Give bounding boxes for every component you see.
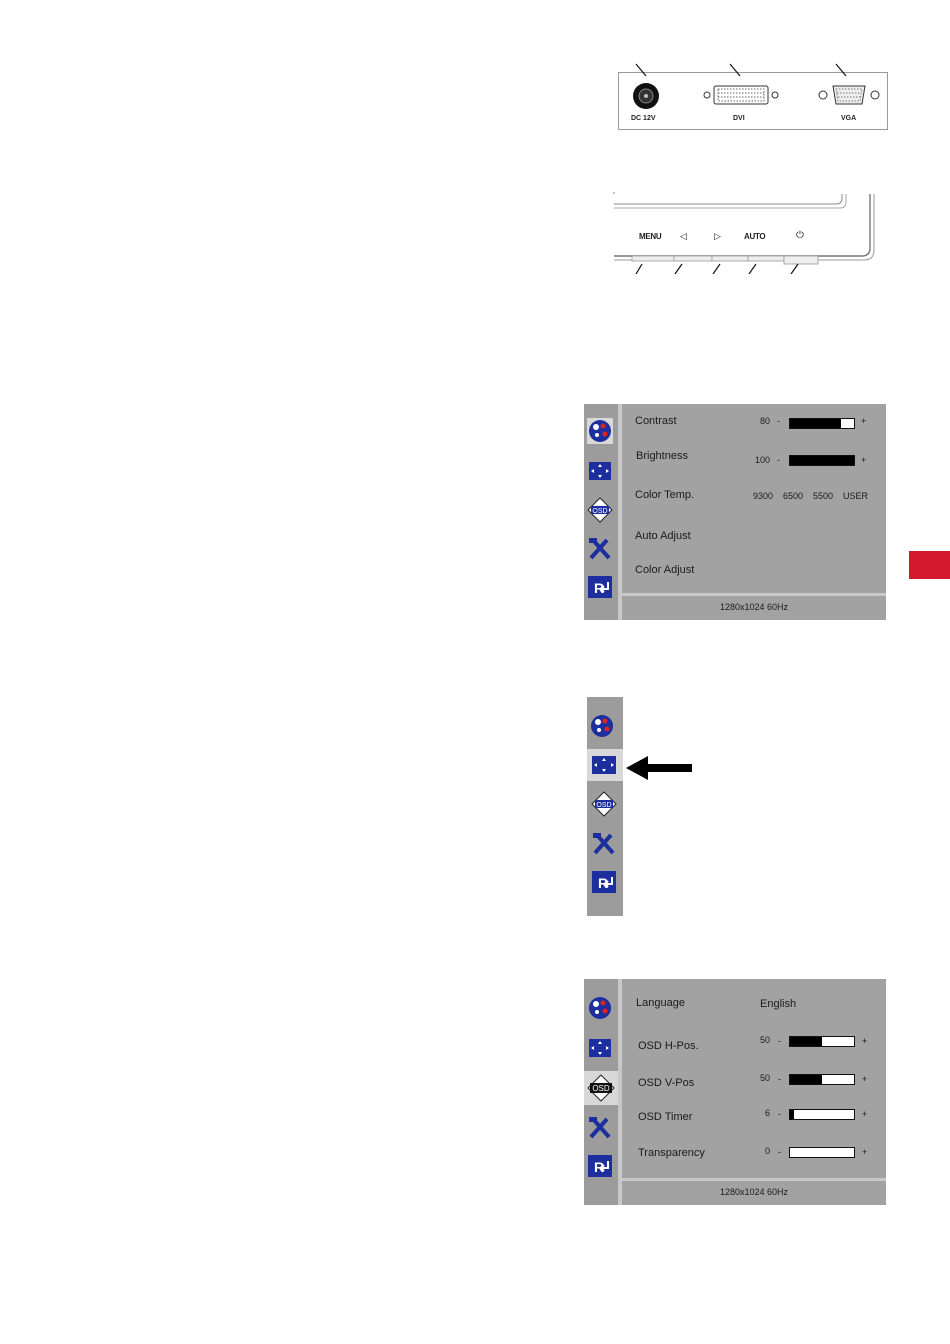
color-palette-icon[interactable]	[587, 995, 613, 1021]
svg-text:OSD: OSD	[592, 1084, 610, 1093]
color-temp-option-5500[interactable]: 5500	[813, 491, 833, 501]
position-icon[interactable]	[587, 1035, 613, 1061]
transparency-slider[interactable]	[789, 1147, 855, 1158]
transparency-plus: +	[862, 1147, 867, 1157]
osd-icon[interactable]: OSD	[584, 1071, 618, 1105]
dvi-label: DVI	[733, 115, 745, 122]
resolution-readout: 1280x1024 60Hz	[622, 1187, 886, 1197]
brightness-slider[interactable]	[789, 455, 855, 466]
dc-power-jack-icon	[631, 81, 661, 111]
left-arrow-button-icon[interactable]: ◁	[680, 231, 687, 242]
contrast-minus: -	[777, 416, 780, 426]
pointer-arrow-icon	[624, 754, 694, 782]
osd-hpos-slider[interactable]	[789, 1036, 855, 1047]
osd-hpos-plus: +	[862, 1036, 867, 1046]
osd-icon[interactable]: OSD	[591, 791, 617, 817]
brightness-slider-fill	[790, 456, 854, 465]
contrast-slider[interactable]	[789, 418, 855, 429]
osd-timer-slider-fill	[790, 1110, 794, 1119]
auto-button-label[interactable]: AUTO	[744, 232, 765, 241]
vga-label: VGA	[841, 115, 856, 122]
connector-callout-lines	[630, 60, 860, 80]
color-palette-icon[interactable]	[587, 418, 613, 444]
transparency-value: 0	[746, 1146, 770, 1156]
osd-picture-menu: OSD R Contrast 80 - + Brightness 100 - +…	[584, 404, 886, 620]
reset-icon[interactable]: R	[591, 869, 617, 895]
color-palette-icon[interactable]	[589, 713, 615, 739]
reset-icon[interactable]: R	[587, 1153, 613, 1179]
tools-icon[interactable]	[591, 831, 617, 857]
osd-timer-label: OSD Timer	[638, 1111, 692, 1123]
osd-settings-menu: OSD R Language English OSD H-Pos. 50 - +…	[584, 979, 886, 1205]
menu-button-label[interactable]: MENU	[639, 232, 661, 241]
osd-vpos-value: 50	[746, 1073, 770, 1083]
osd-vpos-label: OSD V-Pos	[638, 1077, 694, 1089]
tools-icon[interactable]	[587, 536, 613, 562]
brightness-value: 100	[746, 455, 770, 465]
osd-timer-plus: +	[862, 1109, 867, 1119]
color-temp-option-user[interactable]: USER	[843, 491, 868, 501]
osd-menu-selector: OSD R	[587, 697, 623, 916]
language-value[interactable]: English	[760, 998, 796, 1010]
osd-timer-slider[interactable]	[789, 1109, 855, 1120]
svg-text:OSD: OSD	[592, 508, 607, 515]
position-icon[interactable]	[587, 749, 623, 781]
color-temp-option-9300[interactable]: 9300	[753, 491, 773, 501]
dvi-port-icon	[703, 83, 779, 107]
power-button-icon[interactable]: ⏻	[796, 230, 804, 241]
osd-hpos-slider-fill	[790, 1037, 822, 1046]
osd-hpos-value: 50	[746, 1035, 770, 1045]
position-icon[interactable]	[587, 458, 613, 484]
contrast-label: Contrast	[635, 415, 677, 427]
svg-text:OSD: OSD	[596, 802, 611, 809]
tools-icon[interactable]	[587, 1115, 613, 1141]
right-arrow-button-icon[interactable]: ▷	[714, 231, 721, 242]
contrast-plus: +	[861, 416, 866, 426]
brightness-label: Brightness	[636, 450, 688, 462]
osd-vpos-plus: +	[862, 1074, 867, 1084]
contrast-value: 80	[746, 416, 770, 426]
auto-adjust-item[interactable]: Auto Adjust	[635, 530, 691, 542]
section-tab-marker	[909, 551, 950, 579]
osd-sidebar: OSD R	[584, 404, 622, 620]
color-temp-label: Color Temp.	[635, 489, 694, 501]
osd-footer: 1280x1024 60Hz	[622, 593, 886, 620]
vga-port-icon	[817, 81, 881, 109]
dc-label: DC 12V	[631, 115, 656, 122]
color-adjust-item[interactable]: Color Adjust	[635, 564, 694, 576]
osd-hpos-minus: -	[778, 1036, 781, 1046]
reset-icon[interactable]: R	[587, 574, 613, 600]
connector-panel: DC 12V DVI VGA	[618, 72, 888, 130]
color-temp-option-6500[interactable]: 6500	[783, 491, 803, 501]
transparency-minus: -	[778, 1147, 781, 1157]
osd-footer: 1280x1024 60Hz	[622, 1178, 886, 1205]
contrast-slider-fill	[790, 419, 841, 428]
osd-hpos-label: OSD H-Pos.	[638, 1040, 699, 1052]
osd-icon[interactable]: OSD	[587, 497, 613, 523]
osd-vpos-slider[interactable]	[789, 1074, 855, 1085]
osd-vpos-slider-fill	[790, 1075, 822, 1084]
brightness-minus: -	[777, 455, 780, 465]
osd-timer-minus: -	[778, 1109, 781, 1119]
resolution-readout: 1280x1024 60Hz	[622, 602, 886, 612]
osd-timer-value: 6	[746, 1108, 770, 1118]
transparency-label: Transparency	[638, 1147, 705, 1159]
brightness-plus: +	[861, 455, 866, 465]
osd-vpos-minus: -	[778, 1074, 781, 1084]
language-label: Language	[636, 997, 685, 1009]
osd-sidebar: OSD R	[584, 979, 622, 1205]
